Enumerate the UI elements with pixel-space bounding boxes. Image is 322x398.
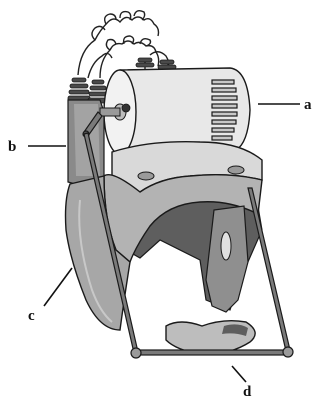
motor [100,68,250,154]
callout-label-c: c [28,308,35,324]
callout-label-a: a [304,97,312,113]
leader-c [44,268,72,306]
bottom-pad [166,321,255,355]
leader-d [232,366,246,382]
callout-label-b: b [8,139,16,155]
coiled-wires [78,11,169,78]
callout-label-d: d [243,384,252,398]
